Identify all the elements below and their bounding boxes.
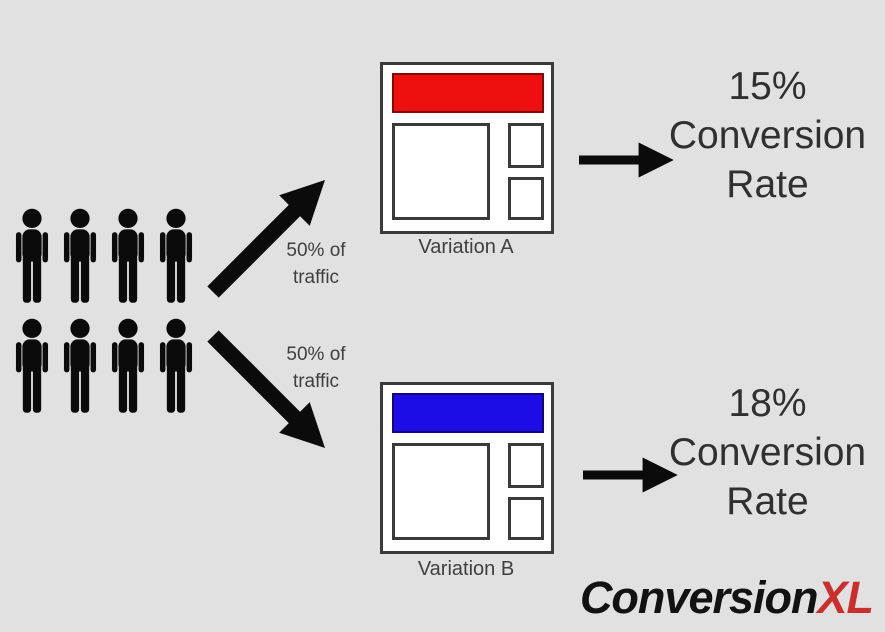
variation-b-caption: Variation B <box>417 558 515 580</box>
result-arrow-b-icon <box>583 457 678 493</box>
variation-a-banner <box>392 73 544 113</box>
person-icon <box>15 208 49 303</box>
variation-a-mockup <box>380 62 554 234</box>
result-a-rate: 15% <box>728 65 807 108</box>
person-icon <box>159 318 193 413</box>
logo-text-black: Conversion <box>579 572 819 623</box>
traffic-label-a-line1: 50% of <box>286 240 346 261</box>
traffic-label-b: 50% of traffic <box>268 341 364 395</box>
variation-b-mockup <box>380 382 554 554</box>
traffic-label-a-line2: traffic <box>292 267 340 288</box>
mockup-side-column <box>508 123 544 220</box>
person-icon <box>63 208 97 303</box>
logo-text-red: XL <box>817 572 874 623</box>
result-arrow-a-icon <box>579 142 674 178</box>
result-a-metric-line2: Rate <box>726 163 809 206</box>
mockup-hero-box <box>392 123 490 220</box>
result-a-metric-line1: Conversion <box>668 114 867 157</box>
variation-b-banner <box>392 393 544 433</box>
result-b: 18% Conversion Rate <box>650 379 885 526</box>
result-b-rate: 18% <box>728 382 807 425</box>
result-b-metric-line1: Conversion <box>668 431 867 474</box>
traffic-label-b-line1: 50% of <box>286 344 346 365</box>
result-b-metric-line2: Rate <box>726 480 809 523</box>
result-a: 15% Conversion Rate <box>650 62 885 209</box>
mockup-side-box <box>508 123 544 168</box>
mockup-side-column <box>508 443 544 540</box>
audience-row-2 <box>10 316 198 416</box>
mockup-side-box <box>508 497 544 540</box>
split-arrow-up-icon <box>207 180 325 298</box>
conversionxl-logo: ConversionXL <box>579 572 874 624</box>
audience-row-1 <box>10 206 198 306</box>
variation-a-caption: Variation A <box>418 236 514 258</box>
person-icon <box>111 208 145 303</box>
traffic-label-b-line2: traffic <box>292 371 340 392</box>
person-icon <box>15 318 49 413</box>
variation-a-content <box>392 123 544 220</box>
variation-b-content <box>392 443 544 540</box>
audience-group <box>10 206 198 416</box>
mockup-side-box <box>508 443 544 488</box>
person-icon <box>159 208 193 303</box>
split-arrow-down-icon <box>207 330 325 448</box>
person-icon <box>63 318 97 413</box>
traffic-label-a: 50% of traffic <box>268 237 364 291</box>
person-icon <box>111 318 145 413</box>
mockup-hero-box <box>392 443 490 540</box>
mockup-side-box <box>508 177 544 220</box>
